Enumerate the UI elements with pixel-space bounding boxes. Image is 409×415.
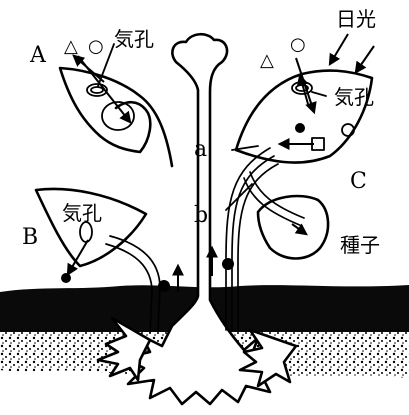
- seed: [258, 196, 328, 259]
- symbol-triangle-c: △: [260, 50, 274, 71]
- symbol-triangle-a: △: [64, 36, 78, 57]
- label-leaf-a: A: [29, 43, 47, 68]
- label-leaf-c: C: [350, 169, 367, 194]
- symbol-circle-c: ○: [290, 34, 306, 55]
- symbol-circle-a: ○: [88, 36, 104, 57]
- sunlight-arrows: [330, 34, 374, 72]
- label-sunlight: 日光: [336, 7, 376, 31]
- label-stoma-b: 気孔: [62, 201, 102, 225]
- label-seed: 種子: [340, 233, 380, 257]
- label-vessel-b: b: [194, 203, 208, 228]
- label-stoma-c: 気孔: [334, 85, 374, 109]
- label-leaf-b: B: [22, 225, 38, 250]
- label-vessel-a: a: [194, 137, 207, 162]
- label-stoma-a: 気孔: [114, 27, 154, 51]
- leaf-a: [60, 56, 172, 166]
